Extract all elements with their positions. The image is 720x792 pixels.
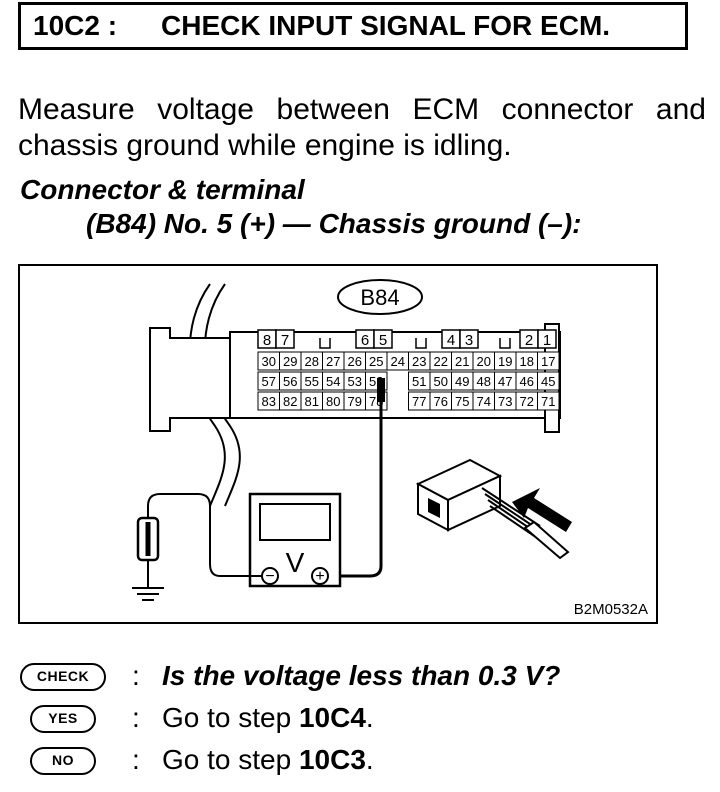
pin-number: 21 (455, 354, 469, 369)
voltmeter: − + V (248, 492, 342, 588)
pin-number: 47 (498, 374, 512, 389)
positive-lead (328, 414, 383, 578)
step-title-box: 10C2 : CHECK INPUT SIGNAL FOR ECM. (18, 2, 688, 50)
yes-badge: YES (30, 705, 96, 733)
terminal-number: 8 (263, 332, 271, 349)
step-title: CHECK INPUT SIGNAL FOR ECM. (161, 10, 611, 41)
pin-number: 73 (498, 394, 512, 409)
pin-cell (537, 371, 560, 391)
pin-number: 23 (412, 354, 426, 369)
pin-cell (537, 391, 560, 411)
pin-number: 77 (412, 394, 426, 409)
separator-colon: : (132, 744, 140, 775)
pin-number: 54 (326, 374, 340, 389)
pin-number: 55 (305, 374, 319, 389)
pin-number: 51 (412, 374, 426, 389)
pin-number: 30 (262, 354, 276, 369)
probe-tip (377, 378, 385, 402)
pin-number: 83 (262, 394, 276, 409)
meter-v-symbol: V (286, 547, 305, 578)
terminal-number: 6 (361, 332, 369, 349)
yes-row: YES : Go to step 10C4. (20, 700, 710, 742)
connector-inset-illustration (415, 458, 572, 560)
figure-code: B2M0532A (573, 601, 648, 618)
pin-number: 26 (348, 354, 362, 369)
diagram-svg: B84 8 7 6 5 4 3 2 1 30 29 28 27 26 25 24 23 22 21… (132, 279, 572, 601)
no-action: Go to step 10C3. (162, 744, 374, 775)
pin-number: 19 (498, 354, 512, 369)
yes-step-link: 10C4 (298, 702, 366, 733)
check-row: CHECK : Is the voltage less than 0.3 V? (20, 658, 710, 700)
meter-display (259, 503, 331, 541)
pin-number: 50 (434, 374, 448, 389)
pin-number: 27 (326, 354, 340, 369)
pin-number: 79 (348, 394, 362, 409)
pin-number: 80 (326, 394, 340, 409)
pin-number: 57 (262, 374, 276, 389)
check-question: Is the voltage less than 0.3 V? (162, 660, 561, 691)
key-notch (415, 338, 427, 349)
connector-label: B84 (360, 285, 399, 310)
meter-plus-symbol: + (315, 568, 324, 585)
top-terminal-row (257, 329, 557, 349)
yes-action: Go to step 10C4. (162, 702, 374, 733)
terminal-number: 3 (465, 332, 473, 349)
connector-terminal-heading: Connector & terminal (20, 174, 305, 205)
connector-housing-left (149, 327, 231, 432)
no-badge: NO (30, 747, 96, 775)
check-badge: CHECK (20, 663, 106, 691)
pin-number: 71 (541, 394, 555, 409)
connector-diagram: B84 8 7 6 5 4 3 2 1 30 29 28 27 26 25 24 23 22 21… (18, 264, 658, 624)
pin-number: 82 (283, 394, 297, 409)
pin-number: 56 (283, 374, 297, 389)
pin-number: 25 (369, 354, 383, 369)
step-code: 10C2 : (33, 10, 118, 41)
pin-number: 45 (541, 374, 555, 389)
pin-number: 22 (434, 354, 448, 369)
pin-cell (537, 351, 560, 371)
pin-number: 24 (391, 354, 405, 369)
meter-minus-symbol: − (265, 568, 274, 585)
terminal-number: 7 (281, 332, 289, 349)
terminal-number: 2 (525, 332, 533, 349)
harness-wire-1 (188, 283, 226, 507)
terminal-number: 4 (447, 332, 455, 349)
separator-colon: : (132, 660, 140, 691)
no-step-link: 10C3 (298, 744, 366, 775)
decision-list: CHECK : Is the voltage less than 0.3 V? … (20, 658, 710, 784)
harness-wire-2 (203, 283, 241, 507)
terminal-number: 5 (379, 332, 387, 349)
arrow-icon (512, 488, 572, 532)
terminal-number: 1 (543, 332, 551, 349)
no-row: NO : Go to step 10C3. (20, 742, 710, 784)
yes-action-prefix: Go to step (162, 702, 299, 733)
meter-positive-jack (311, 567, 329, 585)
pin-number: 49 (455, 374, 469, 389)
pin-number: 17 (541, 354, 555, 369)
pin-number: 72 (520, 394, 534, 409)
pin-number: 20 (477, 354, 491, 369)
separator-colon: : (132, 702, 140, 733)
key-notch (499, 338, 511, 349)
pin-number: 53 (348, 374, 362, 389)
pin-number: 81 (305, 394, 319, 409)
negative-lead (147, 493, 262, 577)
pin-number: 48 (477, 374, 491, 389)
pin-number: 75 (455, 394, 469, 409)
connector-terminal-detail: (B84) No. 5 (+) — Chassis ground (–): (86, 208, 582, 239)
pin-number: 28 (305, 354, 319, 369)
pin-number: 76 (434, 394, 448, 409)
key-notch (319, 338, 331, 349)
no-action-prefix: Go to step (162, 744, 299, 775)
pin-number: 46 (520, 374, 534, 389)
connector-label-ellipse (337, 279, 423, 315)
instruction-text: Measure voltage between ECM connector an… (18, 93, 706, 162)
pin-number: 29 (283, 354, 297, 369)
pin-number: 18 (520, 354, 534, 369)
pin-number: 74 (477, 394, 491, 409)
